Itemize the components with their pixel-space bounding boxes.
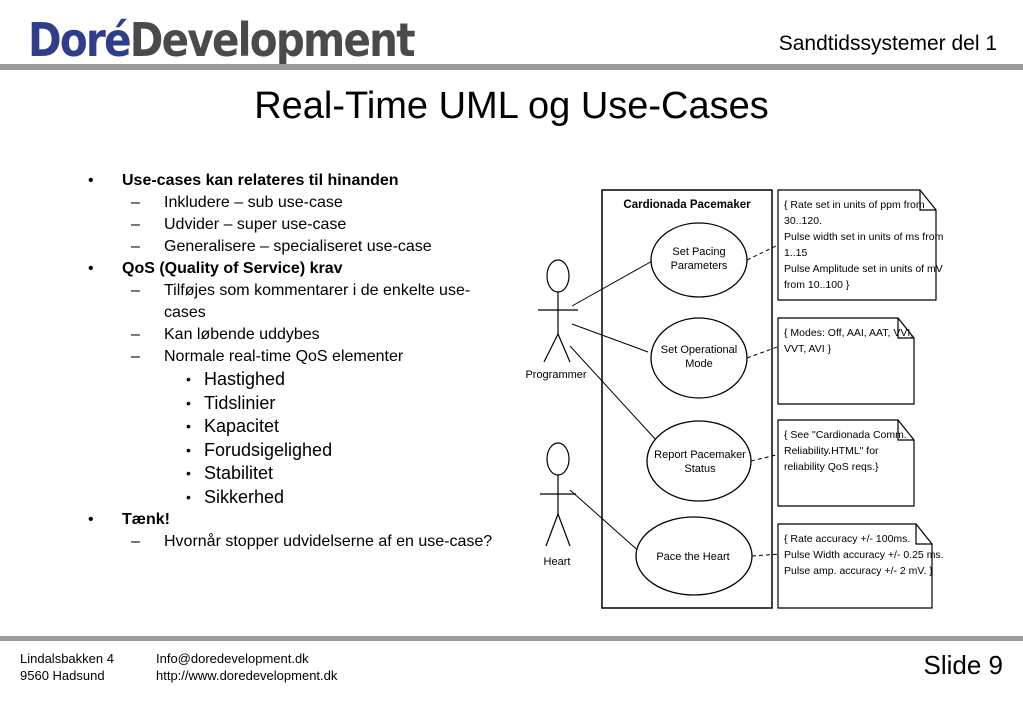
bullet-text: Hastighed [204, 369, 286, 389]
bullet-level-2: – Inkludere – sub use-case [84, 192, 504, 214]
note-line: Pulse amp. accuracy +/- 2 mV. } [784, 565, 933, 577]
bullet-level-3: • Tidslinier [84, 392, 504, 416]
heart-label: Heart [544, 556, 571, 568]
bullet-text: Generalisere – specialiseret use-case [164, 238, 432, 255]
header-divider [0, 64, 1023, 70]
bullet-level-3: • Sikkerhed [84, 486, 504, 510]
bullet-text: Inkludere – sub use-case [164, 194, 343, 211]
logo-part-1: Doré [28, 13, 132, 67]
note-line: Pulse Amplitude set in units of mV [784, 263, 943, 275]
bullet-marker: – [131, 194, 140, 211]
bullet-level-1: • Use-cases kan relateres til hinanden [84, 170, 504, 192]
footer-contact: Info@doredevelopment.dk http://www.dored… [156, 650, 337, 684]
bullet-level-2: – Normale real-time QoS elementer [84, 346, 504, 368]
bullet-marker: – [131, 282, 140, 299]
company-logo: DoréDevelopment [28, 12, 416, 68]
bullet-marker: • [186, 394, 191, 411]
address-line-1: Lindalsbakken 4 [20, 651, 114, 666]
bullet-text: Forudsigelighed [204, 439, 333, 460]
note-line: { See "Cardionada Comm. [784, 429, 907, 441]
use-case-diagram: Cardionada Pacemaker Programmer Heart Se… [525, 189, 944, 609]
note-line: Reliability.HTML" for [784, 445, 879, 457]
address-line-2: 9560 Hadsund [20, 668, 105, 683]
use-case-label: Pace the Heart [656, 551, 729, 563]
bullet-list: • Use-cases kan relateres til hinanden – In… [84, 170, 504, 553]
bullet-marker: • [186, 418, 191, 434]
bullet-marker: – [131, 238, 140, 255]
bullet-marker: – [131, 216, 140, 233]
bullet-level-2: – Udvider – super use-case [84, 214, 504, 236]
bullet-text: QoS (Quality of Service) krav [122, 260, 343, 277]
note-line: 1..15 [784, 247, 808, 259]
footer-divider [0, 636, 1023, 641]
bullet-text: Kapacitet [204, 416, 280, 436]
bullet-text: Tænk! [122, 511, 170, 528]
course-title: Sandtidssystemer del 1 [778, 32, 997, 55]
note-line: { Rate set in units of ppm from [784, 199, 925, 211]
note-texts: { Rate set in units of ppm from 30..120. P… [784, 199, 944, 577]
note-pacing [777, 189, 937, 301]
note-line: VVT, AVI } [784, 343, 832, 355]
note-line: 30..120. [784, 215, 822, 227]
bullet-text: Normale real-time QoS elementer [164, 348, 404, 365]
bullet-marker: – [131, 348, 140, 365]
system-boundary [601, 189, 773, 609]
programmer-actor [538, 259, 578, 363]
bullet-marker: • [88, 260, 94, 277]
programmer-label: Programmer [525, 369, 586, 381]
bullet-text: Sikkerhed [204, 486, 285, 507]
bullet-marker: • [186, 488, 191, 505]
bullet-text: Use-cases kan relateres til hinanden [122, 172, 399, 189]
note-line: Pulse Width accuracy +/- 0.25 ms. [784, 549, 944, 561]
slide-title: Real-Time UML og Use-Cases [254, 85, 769, 127]
note-modes [777, 317, 915, 405]
note-accuracy [777, 523, 933, 609]
bullet-marker: • [186, 371, 191, 387]
bullet-level-1: • Tænk! [84, 509, 504, 531]
bullet-marker: – [131, 533, 140, 550]
footer-address: Lindalsbakken 4 9560 Hadsund [20, 650, 114, 684]
bullet-marker: – [131, 326, 140, 343]
bullet-text: Tilføjes som kommentarer i de enkelte us… [164, 282, 471, 321]
note-line: Pulse width set in units of ms from [784, 231, 944, 243]
bullet-marker: • [88, 172, 94, 189]
bullet-level-2: – Hvornår stopper udvidelserne af en use-… [84, 531, 504, 553]
note-line: { Modes: Off, AAI, AAT, VVI, [784, 327, 913, 339]
bullet-text: Udvider – super use-case [164, 216, 347, 233]
association-lines [569, 259, 657, 555]
website-link[interactable]: http://www.doredevelopment.dk [156, 668, 338, 683]
bullet-level-2: – Generalisere – specialiseret use-case [84, 236, 504, 258]
note-line: reliability QoS reqs.} [784, 461, 879, 473]
bullet-level-3: • Kapacitet [84, 415, 504, 439]
note-reliability [777, 419, 915, 507]
bullet-marker: • [186, 465, 191, 481]
bullet-text: Stabilitet [204, 463, 274, 483]
use-case-report-status [646, 420, 752, 502]
note-line: { Rate accuracy +/- 100ms. [784, 533, 910, 545]
bullet-level-2: – Kan løbende uddybes [84, 324, 504, 346]
heart-actor [540, 442, 576, 547]
bullet-text: Hvornår stopper udvidelserne af en use-c… [164, 533, 493, 550]
bullet-level-3: • Hastighed [84, 368, 504, 392]
email-link[interactable]: Info@doredevelopment.dk [156, 651, 309, 666]
bullet-level-2: – Tilføjes som kommentarer i de enkelte u… [84, 280, 504, 324]
note-line: from 10..100 } [784, 279, 850, 291]
note-anchors [746, 243, 781, 557]
bullet-text: Tidslinier [204, 392, 276, 413]
bullet-level-3: • Stabilitet [84, 462, 504, 486]
logo-part-2: Development [129, 13, 416, 67]
slide-number: Slide 9 [923, 650, 1004, 680]
bullet-marker: • [186, 441, 191, 458]
bullet-level-1: • QoS (Quality of Service) krav [84, 258, 504, 280]
bullet-level-3: • Forudsigelighed [84, 439, 504, 463]
bullet-marker: • [88, 511, 94, 528]
system-name: Cardionada Pacemaker [623, 199, 751, 211]
bullet-text: Kan løbende uddybes [164, 326, 320, 343]
